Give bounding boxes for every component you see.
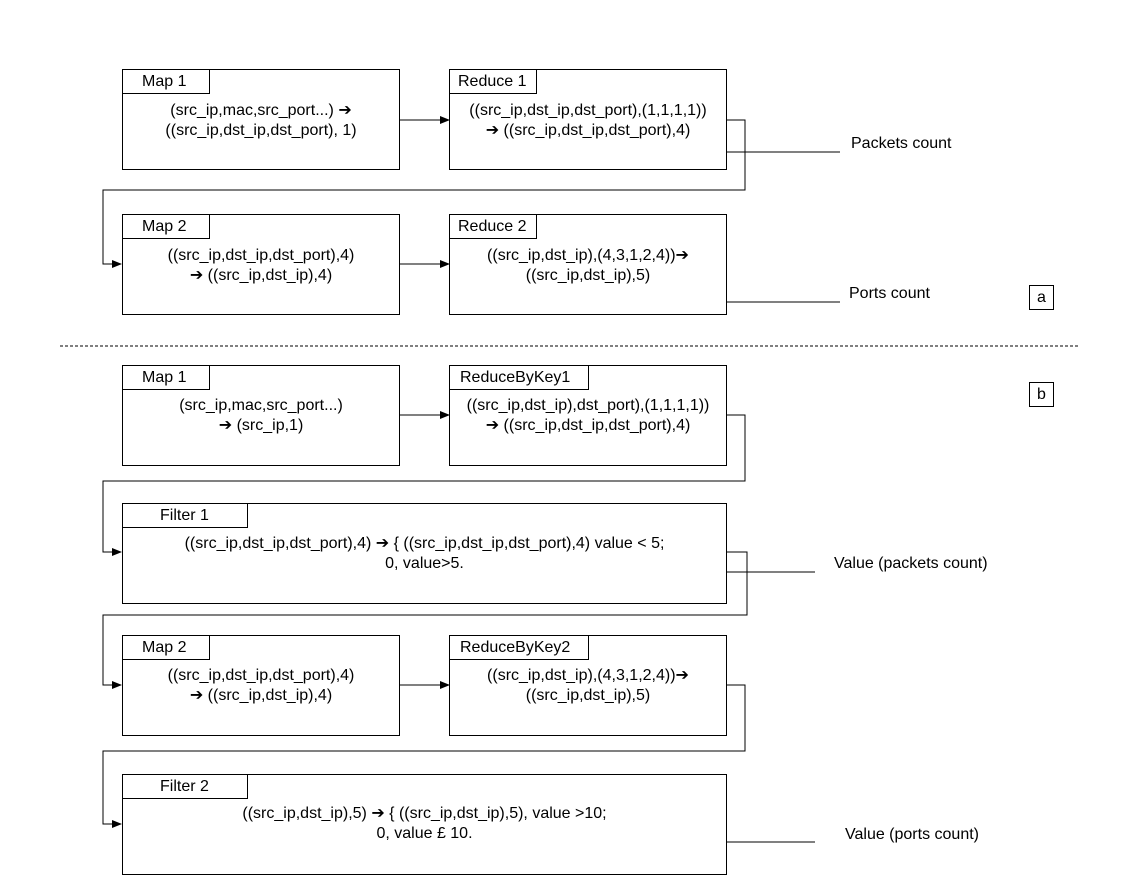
arrow-reduce1-map2-a bbox=[102, 119, 746, 268]
map2-box-a: Map 2 ((src_ip,dst_ip,dst_port),4) ➔ ((s… bbox=[122, 214, 400, 315]
map2-title-b: Map 2 bbox=[122, 635, 210, 660]
filter2-line1-b: ((src_ip,dst_ip),5) ➔ { ((src_ip,dst_ip)… bbox=[242, 805, 607, 822]
map1-line2-b: ➔ (src_ip,1) bbox=[218, 417, 304, 434]
annotation-value-packets-count: Value (packets count) bbox=[834, 555, 988, 572]
reduce2-line1-a: ((src_ip,dst_ip),(4,3,1,2,4))➔ bbox=[487, 247, 689, 264]
filter2-title-b: Filter 2 bbox=[122, 774, 248, 799]
map1-title-a: Map 1 bbox=[122, 69, 210, 94]
reduce2-box-a: Reduce 2 ((src_ip,dst_ip),(4,3,1,2,4))➔ … bbox=[449, 214, 727, 315]
map1-box-a: Map 1 (src_ip,mac,src_port...) ➔ ((src_i… bbox=[122, 69, 400, 170]
reducebykey2-title-b: ReduceByKey2 bbox=[449, 635, 589, 660]
section-marker-b: b bbox=[1029, 382, 1054, 407]
reduce1-line1-a: ((src_ip,dst_ip,dst_port),(1,1,1,1)) bbox=[469, 102, 707, 119]
filter1-line1-b: ((src_ip,dst_ip,dst_port),4) ➔ { ((src_i… bbox=[184, 535, 665, 552]
map1-line1-b: (src_ip,mac,src_port...) bbox=[179, 397, 343, 414]
arrow-reducebykey1-filter1-b bbox=[102, 414, 746, 556]
reducebykey1-box-b: ReduceByKey1 ((src_ip,dst_ip),dst_port),… bbox=[449, 365, 727, 466]
reducebykey2-line2-b: ((src_ip,dst_ip),5) bbox=[525, 687, 651, 704]
reduce1-box-a: Reduce 1 ((src_ip,dst_ip,dst_port),(1,1,… bbox=[449, 69, 727, 170]
reduce1-title-a: Reduce 1 bbox=[449, 69, 537, 94]
filter1-box-b: Filter 1 ((src_ip,dst_ip,dst_port),4) ➔ … bbox=[122, 503, 727, 604]
reducebykey2-box-b: ReduceByKey2 ((src_ip,dst_ip),(4,3,1,2,4… bbox=[449, 635, 727, 736]
map2-title-a: Map 2 bbox=[122, 214, 210, 239]
reducebykey1-line2-b: ➔ ((src_ip,dst_ip,dst_port),4) bbox=[485, 417, 691, 434]
reduce2-title-a: Reduce 2 bbox=[449, 214, 537, 239]
filter1-title-b: Filter 1 bbox=[122, 503, 248, 528]
reduce2-line2-a: ((src_ip,dst_ip),5) bbox=[525, 267, 651, 284]
map2-line2-a: ➔ ((src_ip,dst_ip),4) bbox=[189, 267, 333, 284]
filter1-line2-b: 0, value>5. bbox=[385, 555, 464, 572]
map1-line2-a: ((src_ip,dst_ip,dst_port), 1) bbox=[165, 122, 357, 139]
arrow-filter1-map2-b bbox=[102, 551, 748, 689]
reducebykey1-line1-b: ((src_ip,dst_ip),dst_port),(1,1,1,1)) bbox=[466, 397, 710, 414]
annotation-value-ports-count: Value (ports count) bbox=[845, 826, 979, 843]
reduce1-line2-a: ➔ ((src_ip,dst_ip,dst_port),4) bbox=[485, 122, 691, 139]
map2-line1-b: ((src_ip,dst_ip,dst_port),4) bbox=[167, 667, 355, 684]
map2-line2-b: ➔ ((src_ip,dst_ip),4) bbox=[189, 687, 333, 704]
map1-title-b: Map 1 bbox=[122, 365, 210, 390]
arrow-reducebykey2-filter2-b bbox=[102, 684, 746, 828]
reducebykey1-title-b: ReduceByKey1 bbox=[449, 365, 589, 390]
annotation-packets-count: Packets count bbox=[851, 135, 952, 152]
section-marker-a: a bbox=[1029, 285, 1054, 310]
annotation-ports-count: Ports count bbox=[849, 285, 930, 302]
map2-line1-a: ((src_ip,dst_ip,dst_port),4) bbox=[167, 247, 355, 264]
reducebykey2-line1-b: ((src_ip,dst_ip),(4,3,1,2,4))➔ bbox=[487, 667, 689, 684]
map1-line1-a: (src_ip,mac,src_port...) ➔ bbox=[170, 102, 352, 119]
filter2-box-b: Filter 2 ((src_ip,dst_ip),5) ➔ { ((src_i… bbox=[122, 774, 727, 875]
map2-box-b: Map 2 ((src_ip,dst_ip,dst_port),4) ➔ ((s… bbox=[122, 635, 400, 736]
map1-box-b: Map 1 (src_ip,mac,src_port...) ➔ (src_ip… bbox=[122, 365, 400, 466]
filter2-line2-b: 0, value £ 10. bbox=[376, 825, 473, 842]
